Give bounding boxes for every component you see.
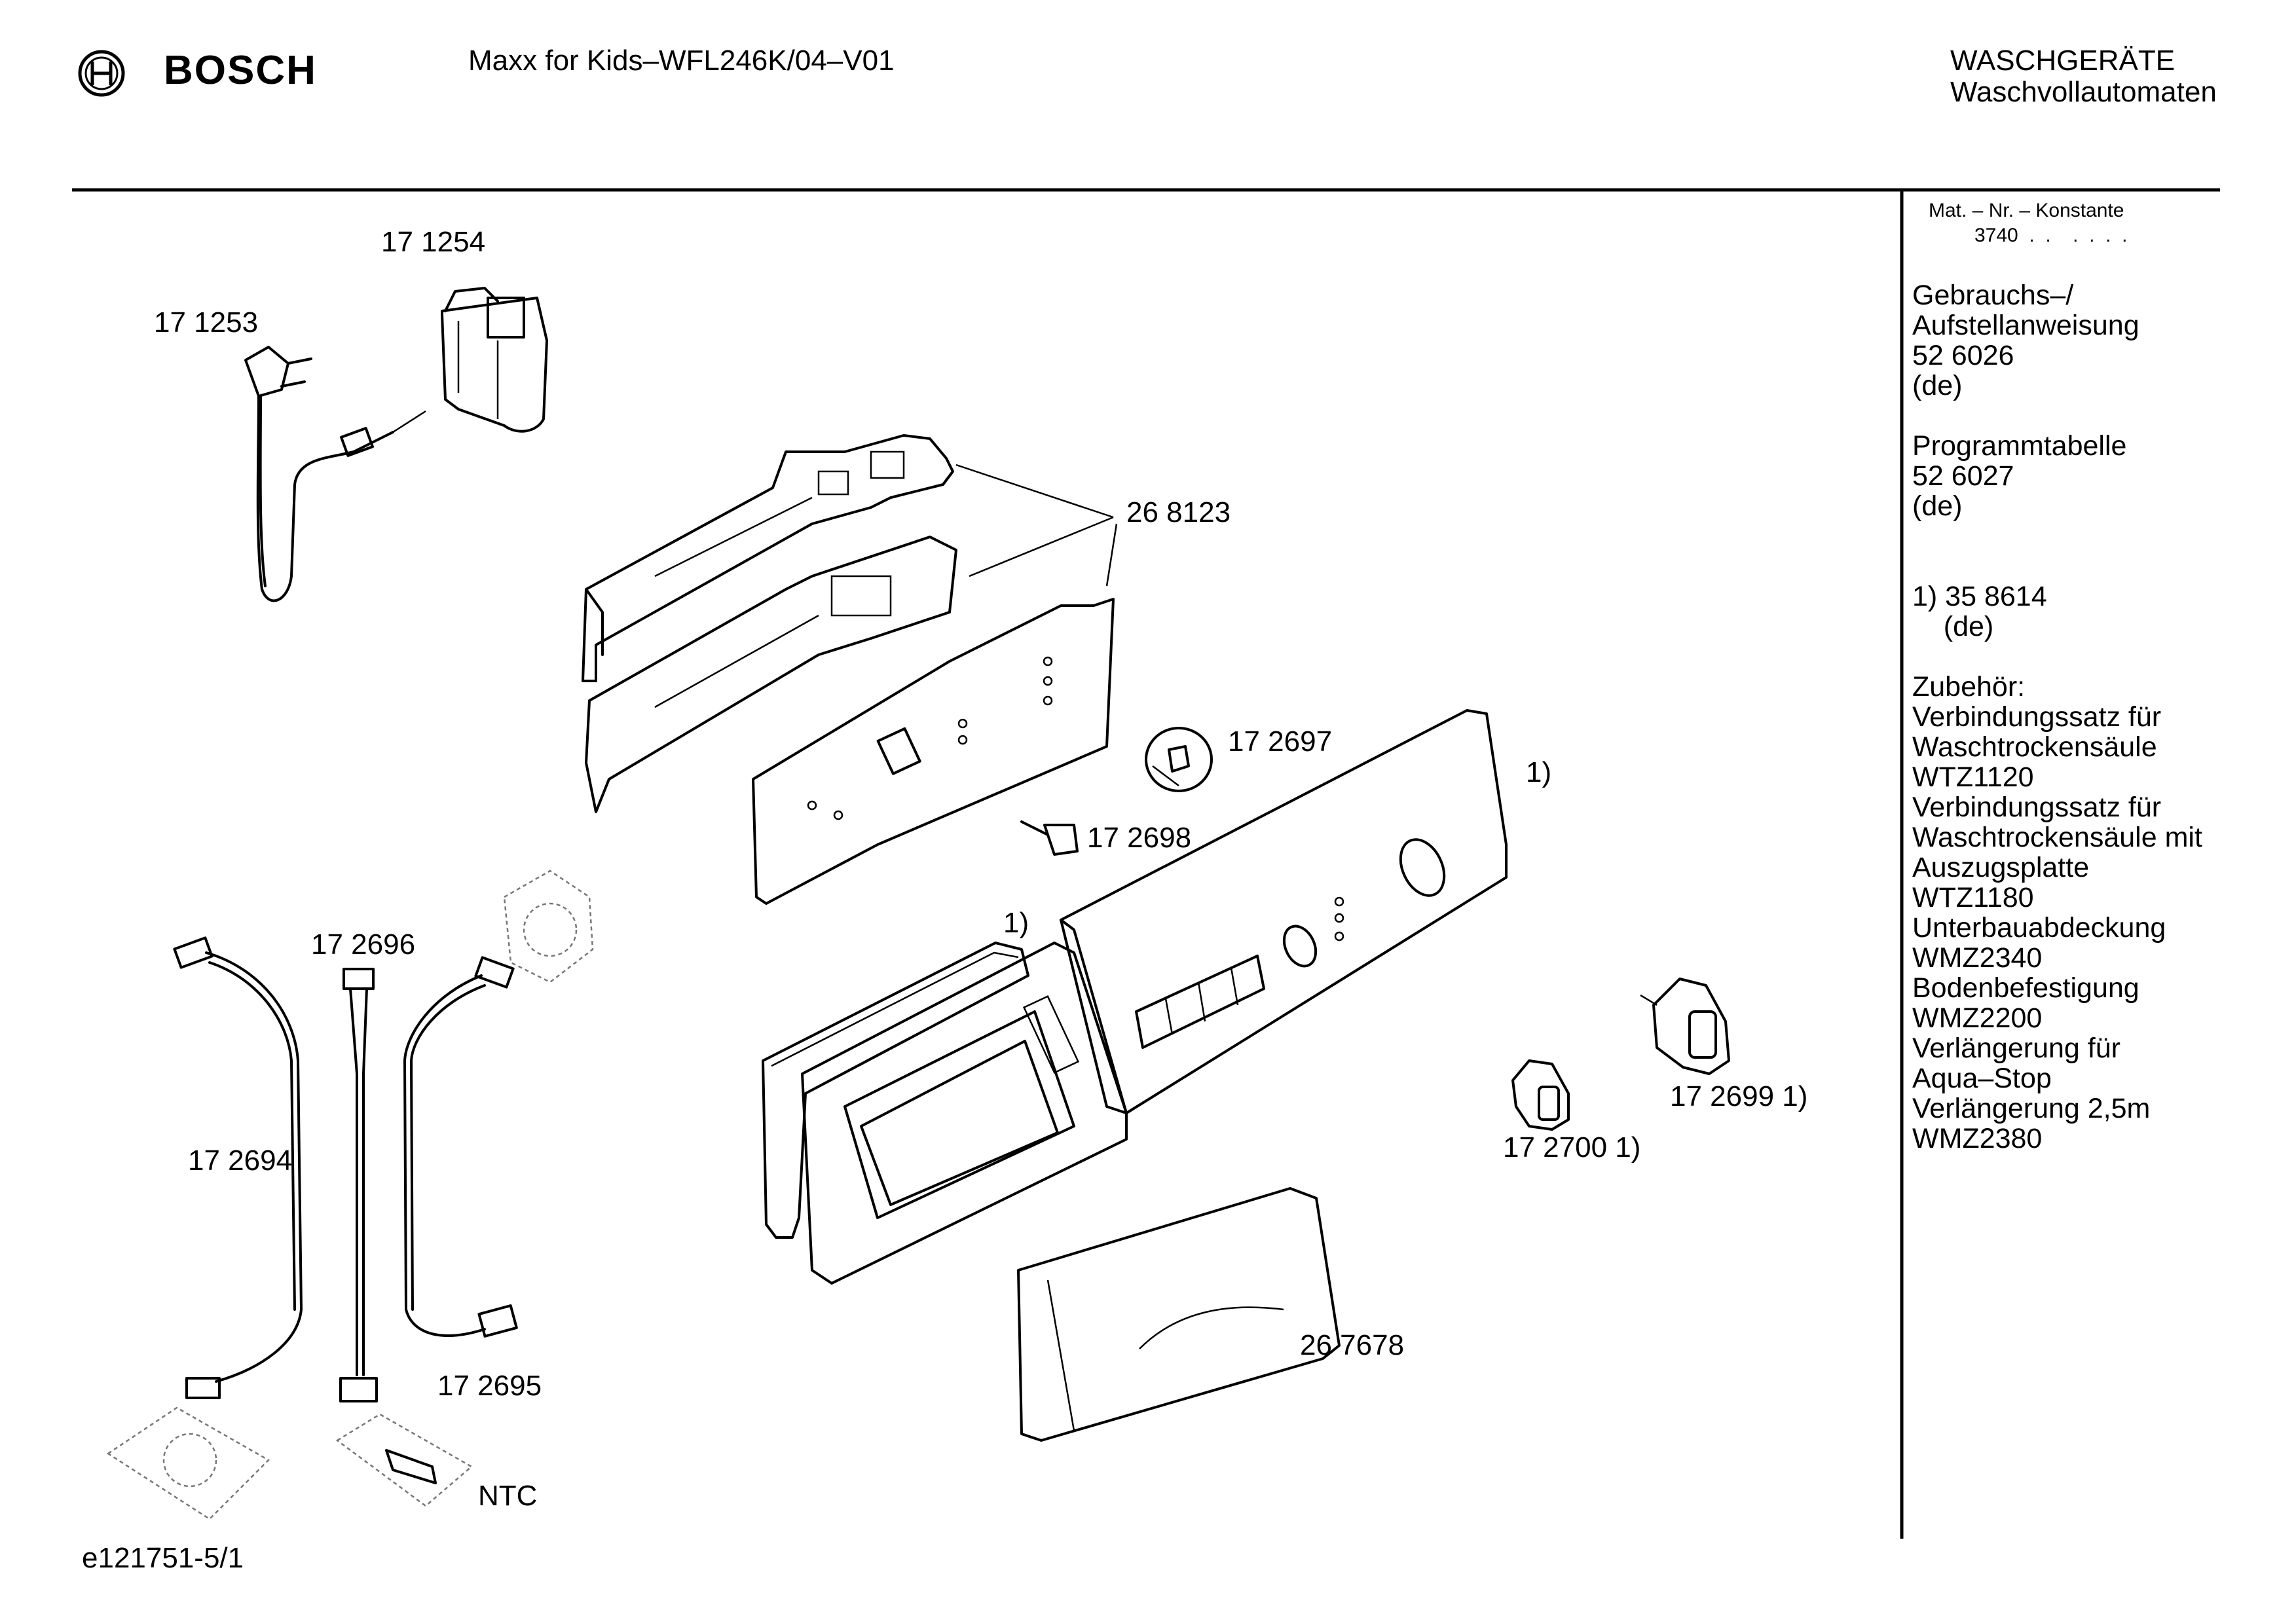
mat-number-title: Mat. – Nr. – Konstante [1929,200,2124,221]
category-subtitle: Waschvollautomaten [1950,76,2217,108]
footnote-panel: 1) [1526,756,1552,788]
sidebar-line [1912,551,2202,581]
drawer-gasket-part [762,942,1029,1239]
part-label-172694: 17 2694 [188,1145,293,1177]
leader-line [1105,523,1118,587]
wiring-harness-center-part [339,968,378,1402]
part-label-172700: 17 2700 1) [1503,1131,1641,1163]
sidebar-line: 52 6026 [1912,340,2014,371]
sidebar-line: Gebrauchs–/ [1912,280,2074,311]
sidebar-line: Verlängerung 2,5m [1912,1093,2151,1124]
sidebar-line: Aufstellanweisung [1912,310,2139,341]
knob-axle-part [1020,820,1079,856]
drawer-front-part [1017,1187,1341,1442]
sidebar-line: WTZ1120 [1912,761,2034,793]
part-label-268123: 26 8123 [1126,496,1231,528]
sensor-ghost-part [106,1406,270,1520]
pump-ghost-part [503,870,594,983]
part-label-172699: 17 2699 1) [1670,1080,1808,1112]
part-label-172698: 17 2698 [1087,822,1192,854]
sidebar-line: WTZ1180 [1912,882,2034,913]
sidebar-line: (de) [1912,611,1994,642]
power-cord-part [244,346,426,602]
sidebar-line: Verbindungssatz für [1912,792,2162,823]
fascia-panel-part [1060,709,1508,1114]
sidebar-line: WMZ2200 [1912,1002,2043,1034]
sidebar-line: Zubehör: [1912,671,2026,703]
sidebar-line [1912,642,2202,672]
sidebar-line: Waschtrockensäule mit [1912,822,2202,853]
sidebar-line [1912,521,2202,551]
sidebar-line: Verbindungssatz für [1912,701,2162,733]
sidebar-line: 52 6027 [1912,460,2014,492]
ntc-sensor-part [335,1413,473,1507]
part-label-267678: 26 7678 [1300,1329,1405,1361]
sidebar-line: (de) [1912,370,1963,401]
sidebar-notes: Gebrauchs–/ Aufstellanweisung 52 6026 (d… [1912,280,2202,1154]
sidebar-line [1912,401,2202,431]
sidebar-line: Verlängerung für [1912,1033,2120,1064]
sidebar-line: Waschtrockensäule [1912,731,2157,763]
sidebar-line: Auszugsplatte [1912,852,2090,883]
category-title: WASCHGERÄTE [1950,45,2176,77]
sidebar-line: WMZ2340 [1912,942,2043,974]
drawing-id: e121751-5/1 [82,1542,244,1574]
program-knob-part [1145,727,1213,792]
sidebar-line: 1) 35 8614 [1912,581,2047,612]
leader-line [955,464,1114,519]
control-module-housing-part [582,434,954,682]
part-label-172696: 17 2696 [311,928,416,961]
brand-name: BOSCH [164,48,317,93]
sidebar-line: Bodenbefestigung [1912,972,2139,1004]
bosch-armature-icon [78,50,125,97]
button-cap-large-part [1640,978,1730,1075]
sidebar-line: WMZ2380 [1912,1123,2043,1154]
model-title: Maxx for Kids–WFL246K/04–V01 [468,45,895,77]
button-cap-small-part [1511,1059,1570,1131]
footnote-gasket: 1) [1003,907,1029,939]
sidebar-line: Programmtabelle [1912,430,2127,462]
sidebar-line: Unterbauabdeckung [1912,912,2166,943]
bosch-logo [75,47,128,100]
part-label-171253: 17 1253 [154,306,259,339]
mat-number-value: 3740 . . . . . . [1974,225,2128,246]
part-label-172697: 17 2697 [1228,725,1333,758]
wiring-harness-right-part [403,956,518,1338]
part-label-171254: 17 1254 [381,226,486,258]
leader-line [969,516,1114,577]
wiring-harness-left-part [173,936,303,1399]
circuit-board-part [752,598,1115,905]
filter-capacitor-part [441,287,548,433]
control-module-base-part [585,536,957,813]
drawer-frame-part [801,942,1128,1285]
part-label-ntc: NTC [478,1480,538,1512]
part-label-172695: 17 2695 [437,1370,542,1402]
sidebar-line: Aqua–Stop [1912,1063,2052,1094]
sidebar-line: (de) [1912,490,1963,522]
